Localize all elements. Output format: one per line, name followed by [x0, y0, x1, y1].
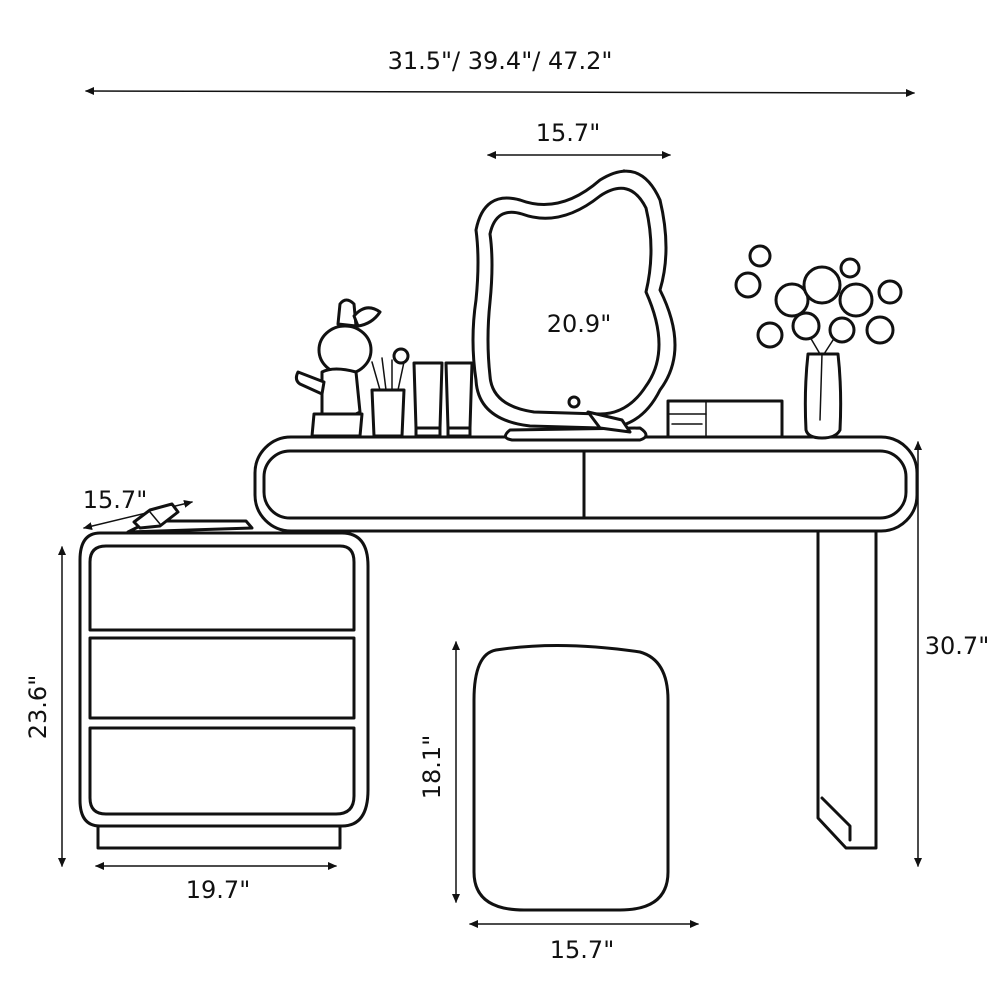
mirror	[471, 169, 677, 442]
brush-cup	[370, 347, 410, 438]
stool-width-label: 15.7"	[550, 936, 614, 964]
tray-and-pen	[126, 502, 254, 534]
stool	[472, 643, 670, 912]
cabinet-height-label: 23.6"	[24, 675, 52, 739]
toy-figure	[294, 298, 382, 438]
desk-height-label: 30.7"	[925, 632, 989, 660]
mirror-height-label: 20.9"	[547, 310, 611, 338]
side-cabinet	[78, 531, 370, 850]
stool-height-label: 18.1"	[418, 735, 446, 799]
mirror-width-label: 15.7"	[536, 119, 600, 147]
cabinet-width-label: 19.7"	[186, 876, 250, 904]
flower-vase	[734, 244, 903, 440]
cabinet-depth-label: 15.7"	[83, 486, 147, 514]
cosmetic-bottles	[412, 361, 474, 438]
overall-width-label: 31.5"/ 39.4"/ 47.2"	[388, 47, 613, 75]
desk	[253, 435, 919, 850]
jewelry-box	[666, 399, 784, 439]
overall-width-arrow	[85, 87, 915, 97]
